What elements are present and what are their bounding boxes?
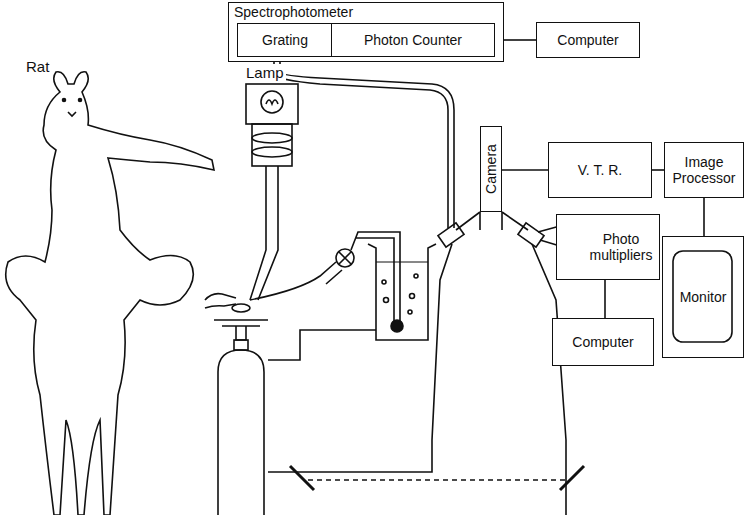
light-guide (250, 166, 278, 300)
node-text: Spectrophotometer (234, 4, 353, 20)
lamp-tube (252, 124, 292, 166)
lens (252, 133, 292, 143)
gas-line (250, 262, 342, 300)
component-box: Grating (237, 23, 333, 57)
part-label: Lamp (244, 64, 286, 81)
instrument-box: SpectrophotometerGrating Photon Counter (228, 2, 504, 62)
lamp-filament (266, 100, 278, 104)
connector-line (502, 169, 548, 171)
lens (252, 147, 292, 157)
stage (214, 320, 268, 340)
microscope-body (268, 212, 566, 515)
valve (336, 249, 354, 267)
gas-cylinder (218, 350, 264, 515)
rat-eye (79, 99, 82, 102)
gas-line (268, 330, 376, 360)
animal-label: Rat (24, 58, 51, 75)
rat-nose (68, 112, 76, 116)
detector-box: Photo multipliers (556, 214, 660, 280)
component-box: Photon Counter (331, 23, 495, 57)
valve-cross (339, 252, 351, 264)
light-path (308, 479, 566, 481)
bubble (410, 294, 415, 299)
beaker (368, 244, 436, 340)
camera-port (480, 212, 502, 230)
camera-box: Camera (480, 126, 502, 212)
bubble (408, 310, 412, 314)
rat-eye (63, 99, 66, 102)
stage-window (232, 304, 250, 312)
mirror (290, 466, 314, 490)
monitor-box: Monitor (662, 236, 744, 358)
node-text: Camera (483, 144, 499, 194)
left-port (438, 223, 464, 247)
node-text: Computer (572, 334, 633, 350)
computer-box: Computer (552, 318, 654, 366)
bubbler-tube (394, 248, 400, 322)
bubble (414, 274, 418, 278)
node-text: Monitor (680, 289, 727, 305)
lamp-housing (246, 84, 298, 124)
window-tube (205, 294, 236, 308)
connector-line (703, 198, 705, 236)
recorder-box: V. T. R. (548, 142, 652, 198)
node-text: Photo multipliers (587, 231, 655, 263)
processor-box: Image Processor (664, 142, 744, 198)
node-text: V. T. R. (578, 162, 622, 178)
right-port (518, 223, 544, 247)
node-text: Image Processor (668, 154, 740, 186)
node-text: Photon Counter (364, 32, 462, 48)
rat-outline (6, 72, 214, 515)
bubble (382, 280, 386, 284)
connector-line (652, 169, 664, 171)
optical-fiber (274, 58, 454, 228)
bubble (384, 298, 389, 303)
node-text: Computer (557, 32, 618, 48)
connector-line (604, 280, 606, 318)
bubbler-bulb (391, 320, 403, 332)
mirror (560, 466, 584, 490)
lamp-bulb (261, 91, 283, 113)
computer-box: Computer (536, 22, 640, 58)
water-line (376, 262, 428, 263)
connector-line (504, 39, 536, 41)
node-text: Grating (262, 32, 308, 48)
cylinder-valve (234, 340, 248, 350)
